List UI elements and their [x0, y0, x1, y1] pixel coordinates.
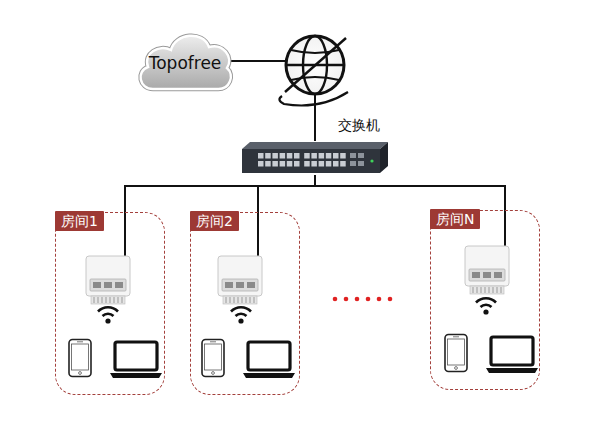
access-point: [465, 246, 509, 294]
switch-side: [380, 142, 388, 173]
device-label: 交换机: [338, 116, 380, 134]
sfp-port: [350, 153, 356, 158]
room-group: 房间N: [430, 210, 540, 390]
ellipsis-dot: [388, 297, 393, 302]
switch-port: [265, 161, 271, 167]
switch-port: [326, 153, 332, 159]
phone-icon: [69, 340, 91, 377]
switch-port: [280, 153, 286, 159]
network-link: [231, 61, 315, 141]
ellipsis-dot: [377, 297, 382, 302]
ellipsis-dot: [344, 297, 349, 302]
switch-port: [326, 161, 332, 167]
switch-port: [272, 161, 278, 167]
laptop-icon: [486, 337, 538, 373]
switch-port: [319, 153, 325, 159]
switch-port: [258, 153, 264, 159]
switch-body: [242, 149, 380, 173]
network-link: [125, 175, 315, 212]
switch-port: [304, 161, 310, 167]
room-n-devices: [445, 246, 538, 373]
drop-wire: [257, 212, 259, 256]
switch-port: [294, 153, 300, 159]
cloud-node: Topofree: [135, 27, 235, 95]
network-link: [315, 175, 505, 210]
wifi-symbol: [98, 307, 118, 323]
laptop-icon: [110, 342, 162, 378]
ellipsis-dot: [355, 297, 360, 302]
ellipsis-dots: [333, 297, 393, 302]
switch-ports: [258, 153, 374, 167]
globe-orbit: [279, 92, 348, 106]
drop-wire: [124, 212, 126, 256]
phone-icon: [445, 335, 467, 372]
globe-outline: [286, 36, 344, 94]
switch-port: [311, 161, 317, 167]
access-point: [218, 256, 262, 304]
switch-shape: [240, 141, 390, 175]
switch-port: [287, 161, 293, 167]
switch-port: [333, 161, 339, 167]
room-group: 房间2: [190, 212, 300, 395]
switch-port: [340, 161, 346, 167]
room-group: 房间1: [55, 212, 165, 395]
room-drop-wires: [125, 210, 505, 256]
ellipsis-dot: [366, 297, 371, 302]
sfp-port: [350, 161, 356, 166]
laptop-icon: [243, 342, 295, 378]
network-link: [258, 175, 315, 212]
switch-port: [333, 153, 339, 159]
switch-port: [280, 161, 286, 167]
switch-port: [304, 153, 310, 159]
wifi-symbol: [476, 298, 496, 314]
room-2-devices: [202, 256, 295, 378]
sfp-port: [358, 161, 364, 166]
switch-port: [265, 153, 271, 159]
room-tag: 房间2: [190, 211, 239, 231]
globe-orbit: [285, 38, 346, 92]
switch-port: [311, 153, 317, 159]
globe-parallel: [291, 50, 339, 80]
status-led: [370, 159, 373, 162]
switch-port: [272, 153, 278, 159]
switch-node: 交换机: [240, 141, 390, 175]
switch-top: [242, 142, 388, 149]
switch-port: [294, 161, 300, 167]
globe-equator: [286, 64, 344, 66]
room-tag: 房间N: [430, 209, 480, 229]
switch-port: [340, 153, 346, 159]
sfp-port: [358, 153, 364, 158]
wifi-symbol: [231, 307, 251, 323]
drop-wire: [504, 210, 506, 246]
switch-port: [287, 153, 293, 159]
room-tag: 房间1: [55, 211, 104, 231]
access-point: [86, 256, 130, 304]
switch-port: [258, 161, 264, 167]
globe-meridian: [303, 36, 327, 94]
phone-icon: [202, 340, 224, 377]
switch-port: [319, 161, 325, 167]
node-label: Topofree: [135, 53, 235, 73]
ellipsis-dot: [333, 297, 338, 302]
room-1-devices: [69, 256, 162, 378]
internet-globe: [279, 36, 348, 106]
